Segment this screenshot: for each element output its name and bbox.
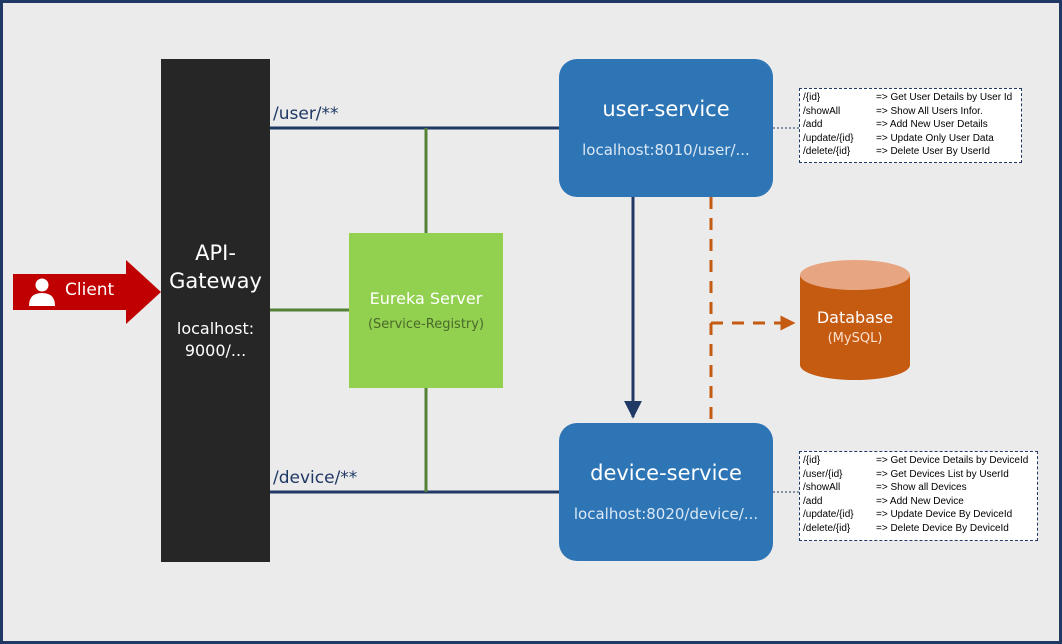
endpoint-desc: => Get Device Details by DeviceId xyxy=(876,455,1029,466)
database-icon xyxy=(800,260,910,380)
person-icon xyxy=(27,277,57,307)
endpoint-row: /update/{id} => Update Device By DeviceId xyxy=(803,508,1034,522)
user-service-address: localhost:8010/user/... xyxy=(582,141,750,159)
endpoint-row: /{id} => Get Device Details by DeviceId xyxy=(803,454,1034,468)
endpoint-desc: => Show All Users Infor. xyxy=(876,105,983,117)
endpoint-row: /showAll => Show All Users Infor. xyxy=(803,105,1018,119)
user-service-title: user-service xyxy=(602,97,730,121)
device-route-label: /device/** xyxy=(273,468,358,488)
device-service-title: device-service xyxy=(590,461,742,485)
endpoint-row: /showAll => Show all Devices xyxy=(803,481,1034,495)
endpoint-path: /{id} xyxy=(803,92,821,103)
api-gateway: API- Gateway localhost: 9000/... xyxy=(161,59,270,562)
gateway-title: API- Gateway xyxy=(169,241,262,293)
endpoint-row: /delete/{id} => Delete Device By DeviceId xyxy=(803,522,1034,536)
database-title: Database xyxy=(816,308,894,327)
client-arrow-shape xyxy=(13,260,161,324)
endpoint-desc: => Delete Device By DeviceId xyxy=(876,522,1009,534)
gateway-address: localhost: 9000/... xyxy=(176,319,255,360)
endpoint-row: /add => Add New Device xyxy=(803,495,1034,509)
endpoint-path: /user/{id} xyxy=(803,468,843,480)
endpoint-desc: => Add New Device xyxy=(876,495,964,507)
endpoint-desc: => Show all Devices xyxy=(876,482,967,493)
device-service-address: localhost:8020/device/... xyxy=(573,505,759,523)
eureka-server: Eureka Server (Service-Registry) xyxy=(349,233,503,388)
endpoint-desc: => Update Only User Data xyxy=(876,132,994,144)
endpoint-path: /add xyxy=(803,495,823,507)
endpoint-row: /{id} => Get User Details by User Id xyxy=(803,91,1018,105)
endpoint-desc: => Delete User By UserId xyxy=(876,146,990,157)
endpoint-path: /add xyxy=(803,119,823,130)
endpoint-desc: => Get User Details by User Id xyxy=(876,92,1013,103)
endpoint-path: /update/{id} xyxy=(803,132,854,144)
endpoint-path: /showAll xyxy=(803,482,841,493)
endpoint-row: /user/{id} => Get Devices List by UserId xyxy=(803,468,1034,482)
user-route-label: /user/** xyxy=(273,104,339,124)
endpoint-path: /showAll xyxy=(803,105,841,117)
endpoint-path: /update/{id} xyxy=(803,509,854,520)
client-arrow: Client xyxy=(13,260,163,324)
eureka-title: Eureka Server xyxy=(369,289,483,308)
endpoint-desc: => Update Device By DeviceId xyxy=(876,509,1013,520)
endpoint-row: /update/{id} => Update Only User Data xyxy=(803,132,1018,146)
user-endpoints-box: /{id} => Get User Details by User Id /sho… xyxy=(799,88,1022,163)
endpoint-path: /delete/{id} xyxy=(803,522,851,534)
eureka-subtitle: (Service-Registry) xyxy=(367,317,485,332)
user-service-box: user-service localhost:8010/user/... xyxy=(559,59,773,197)
device-service-box: device-service localhost:8020/device/... xyxy=(559,423,773,561)
endpoint-path: /delete/{id} xyxy=(803,146,851,157)
database-subtitle: (MySQL) xyxy=(827,331,883,346)
endpoint-row: /add => Add New User Details xyxy=(803,118,1018,132)
connector-layer xyxy=(270,126,799,494)
endpoint-desc: => Get Devices List by UserId xyxy=(876,468,1009,480)
endpoint-row: /delete/{id} => Delete User By UserId xyxy=(803,145,1018,159)
database-cylinder: Database (MySQL) xyxy=(799,259,911,381)
endpoint-path: /{id} xyxy=(803,455,821,466)
client-label: Client xyxy=(65,280,115,300)
device-endpoints-box: /{id} => Get Device Details by DeviceId /… xyxy=(799,451,1038,541)
endpoint-desc: => Add New User Details xyxy=(876,119,988,130)
